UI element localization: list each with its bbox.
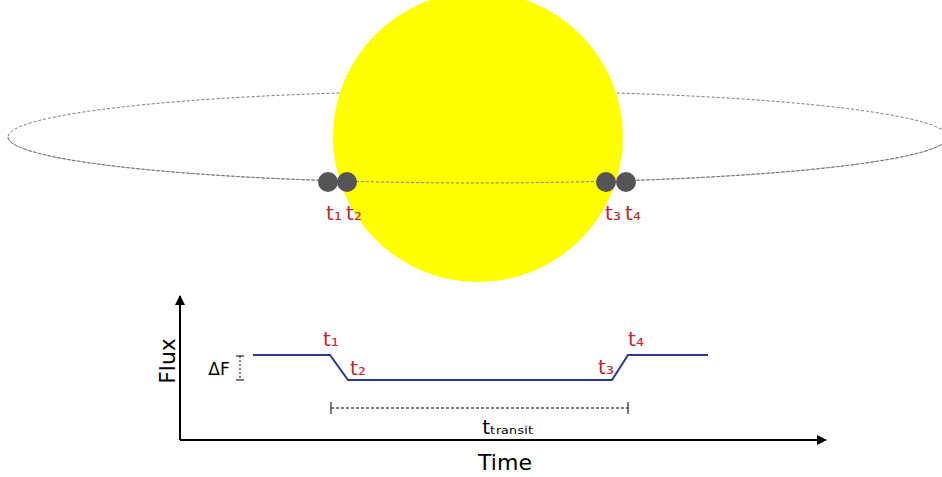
x-axis: [180, 439, 826, 441]
duration-label: tₜᵣₐₙₛᵢₜ: [482, 417, 534, 437]
contact-label: t₄: [628, 329, 644, 349]
contact-label: t₁: [326, 203, 342, 223]
contact-label: t₃: [598, 357, 614, 377]
planet: [596, 172, 616, 192]
planet: [318, 172, 338, 192]
axis-title: Time: [478, 452, 532, 474]
planet: [616, 172, 636, 192]
orbit-front: [8, 137, 942, 183]
planet: [337, 172, 357, 192]
light-curve: [253, 355, 708, 380]
depth-label: ΔF: [208, 361, 229, 378]
contact-label: t₂: [346, 203, 362, 223]
contact-label: t₄: [625, 203, 641, 223]
depth-bracket: [236, 356, 244, 380]
contact-label: t₃: [605, 203, 621, 223]
y-axis: [179, 296, 181, 440]
duration-bracket: [331, 402, 628, 414]
contact-label: t₁: [323, 329, 339, 349]
star: [333, 0, 623, 282]
contact-label: t₂: [350, 358, 366, 378]
axis-title: Flux: [157, 338, 179, 384]
